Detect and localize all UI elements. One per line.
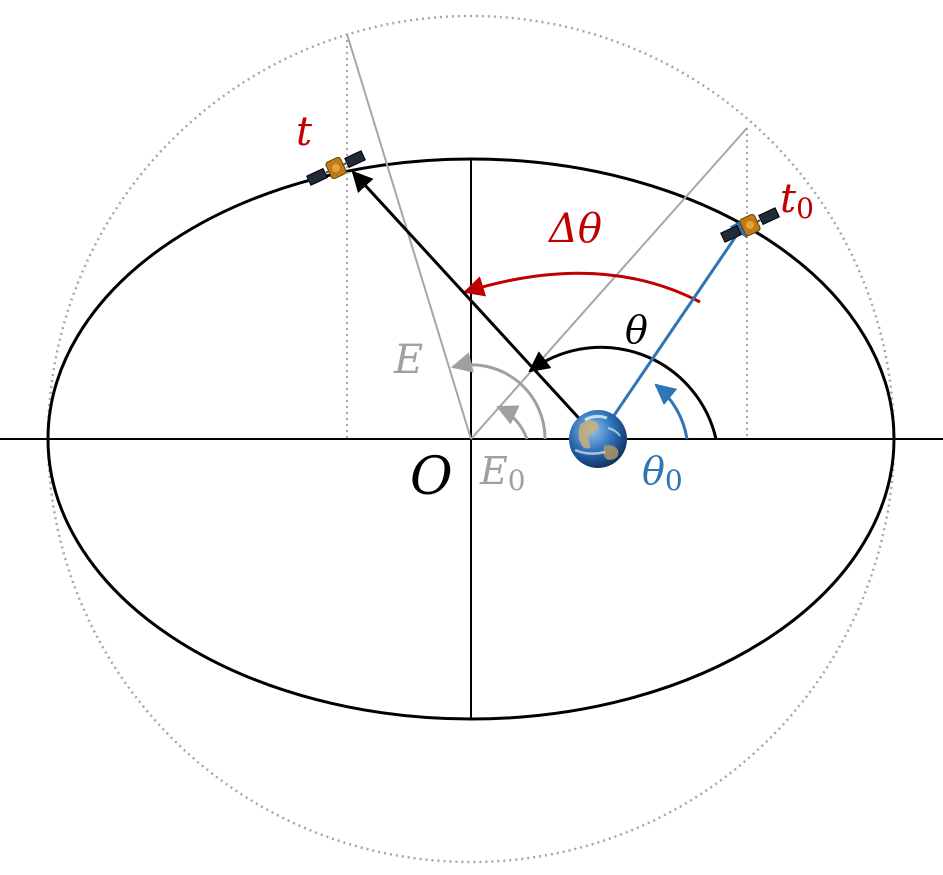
position-vector-t0: [596, 215, 751, 440]
label-E: E: [393, 337, 423, 383]
eccentric-line-t: [346, 33, 472, 440]
true-anomaly-arc: [528, 345, 718, 440]
label-theta: θ: [625, 308, 648, 352]
position-vector-t: [351, 170, 600, 441]
eccentric-anomaly-arc: [450, 352, 547, 440]
eccentric-line-t0: [470, 127, 748, 440]
label-O: O: [410, 447, 453, 507]
label-t: t: [296, 109, 313, 155]
true-anomaly-0-arc: [654, 383, 689, 440]
delta-theta-arc: [462, 271, 701, 304]
satellite-icon: [720, 207, 780, 243]
satellite-icon: [306, 150, 366, 186]
label-theta0: θ0: [642, 449, 683, 497]
label-t0: t0: [780, 176, 814, 225]
label-E0: E0: [479, 449, 526, 497]
eccentric-anomaly-0-arc: [496, 405, 529, 440]
earth-icon: [569, 410, 627, 468]
label-delta-theta: Δθ: [547, 206, 602, 252]
